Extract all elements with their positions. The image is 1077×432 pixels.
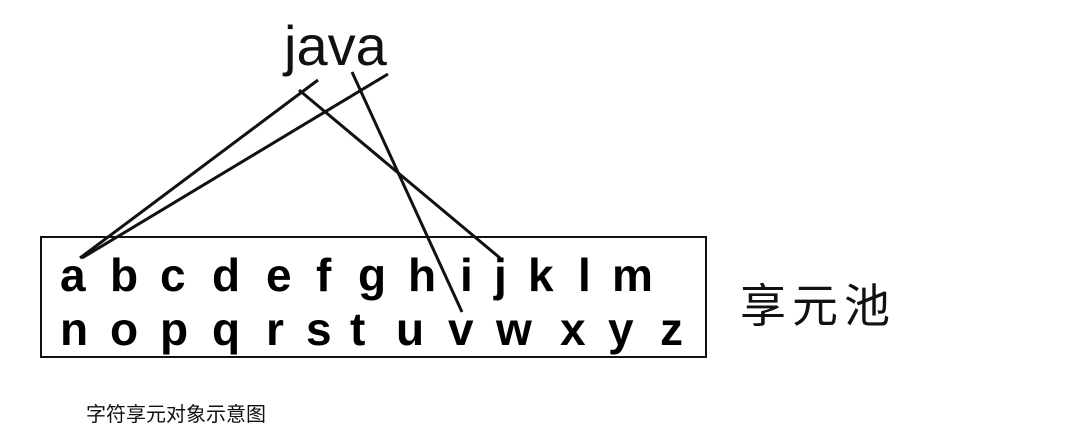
letter-c: c	[160, 249, 186, 301]
letter-i: i	[460, 249, 473, 301]
letter-l: l	[578, 249, 591, 301]
letter-p: p	[160, 303, 189, 355]
letter-r: r	[266, 303, 284, 355]
connection-line-3	[81, 72, 389, 260]
letter-a: a	[60, 249, 86, 301]
letter-k: k	[528, 249, 554, 301]
letter-m: m	[612, 249, 653, 301]
letter-s: s	[306, 303, 332, 355]
letter-e: e	[266, 249, 292, 301]
caption: 字符享元对象示意图	[86, 402, 266, 426]
letter-b: b	[110, 249, 139, 301]
word-java: java	[284, 14, 387, 77]
letter-f: f	[316, 249, 332, 301]
letter-g: g	[358, 249, 387, 301]
pool-label: 享元池	[740, 279, 896, 333]
letter-x: x	[560, 303, 586, 355]
letter-j: j	[494, 249, 507, 301]
letter-u: u	[396, 303, 425, 355]
letter-y: y	[608, 303, 634, 355]
letter-w: w	[496, 303, 532, 355]
letter-h: h	[408, 249, 437, 301]
letter-n: n	[60, 303, 89, 355]
connection-line-2	[350, 71, 464, 313]
letter-q: q	[212, 303, 241, 355]
letter-z: z	[660, 303, 683, 355]
flyweight-pool-box	[40, 236, 707, 358]
connection-line-1	[79, 78, 319, 260]
letter-v: v	[448, 303, 474, 355]
letter-d: d	[212, 249, 241, 301]
letter-t: t	[350, 303, 366, 355]
letter-o: o	[110, 303, 139, 355]
